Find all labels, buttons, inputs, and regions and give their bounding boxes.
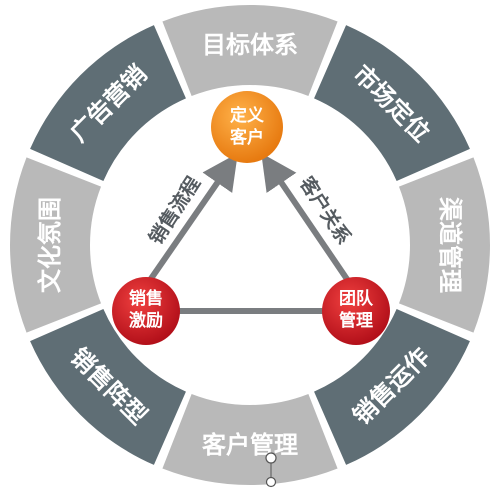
customer-relationship-label: 客户关系	[295, 172, 356, 248]
define-customer-label-line1: 定义	[230, 105, 264, 126]
ring-segment-sales-formation	[30, 309, 186, 465]
team-management-node: 团队 管理	[322, 277, 390, 345]
define-customer-node: 定义 客户	[211, 91, 283, 163]
sales-incentive-label-line1: 销售	[129, 288, 163, 309]
team-management-label-line2: 管理	[339, 310, 373, 331]
ring-label-goal-system: 目标体系	[202, 31, 298, 59]
triangle: 销售流程 客户关系	[144, 153, 356, 314]
ring-label-channel-management: 渠道管理	[436, 197, 464, 293]
customer-relationship-arrow	[261, 153, 354, 287]
ring-label-cultural-atmosphere: 文化氛围	[36, 197, 64, 293]
sales-incentive-label-line2: 激励	[129, 310, 163, 331]
ring-segment-goal-system	[162, 5, 338, 97]
ring-segment-channel-management	[398, 157, 491, 333]
define-customer-label-line2: 客户	[229, 127, 264, 148]
ring-label-customer-management: 客户管理	[202, 431, 298, 459]
ring-segment-sales-operation	[314, 309, 470, 465]
sales-process-arrow	[145, 153, 238, 285]
ring-segment-cultural-atmosphere	[9, 157, 102, 333]
team-management-label-line1: 团队	[339, 288, 374, 309]
resize-handle[interactable]	[265, 452, 277, 488]
sales-incentive-node: 销售 激励	[112, 277, 180, 345]
ring-segment-advertising-marketing	[30, 25, 186, 181]
ring-segment-market-positioning	[314, 25, 470, 181]
ring-segment-customer-management	[162, 393, 338, 486]
